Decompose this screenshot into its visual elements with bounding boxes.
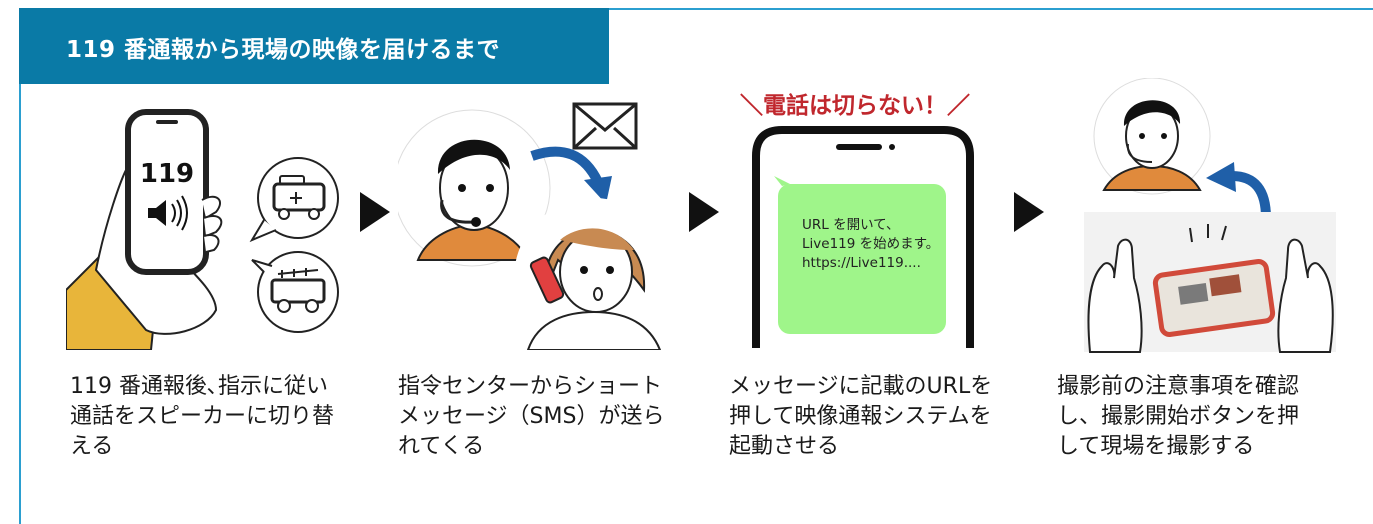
content-frame (19, 8, 1373, 524)
curved-arrow-icon (530, 146, 612, 204)
step-arrow-icon (1014, 192, 1044, 232)
hands-phone-icon (1084, 78, 1336, 353)
woman-caller-icon (514, 198, 674, 350)
smartphone-icon (752, 126, 974, 348)
sms-message: URL を開いて、 Live119 を始めます。 https://Live119… (802, 216, 939, 273)
step-arrow-icon (689, 192, 719, 232)
title-bar (19, 8, 609, 84)
curved-arrow-icon (1206, 162, 1271, 219)
ambulance-icon (249, 157, 339, 243)
page-title: 119 番通報から現場の映像を届けるまで (66, 37, 501, 63)
operator-icon (1093, 78, 1211, 195)
mail-icon (572, 102, 638, 150)
step1-description: 119 番通報後､指示に従い通話をスピーカーに切り替える (70, 374, 335, 459)
step4-description: 撮影前の注意事項を確認し、撮影開始ボタンを押して現場を撮影する (1057, 374, 1300, 459)
sms-line: https://Live119.... (802, 255, 921, 271)
keep-call-alert: ＼電話は切らない！／ (740, 93, 970, 119)
fire-truck-icon (251, 251, 339, 333)
step3-description: メッセージに記載のURLを押して映像通報システムを起動させる (729, 374, 993, 459)
step2-description: 指令センターからショートメッセージ（SMS）が送られてくる (398, 374, 665, 459)
sms-line: Live119 を始めます。 (802, 236, 940, 252)
step-arrow-icon (360, 192, 390, 232)
phone-number: 119 (140, 159, 194, 189)
smartphone-icon: 119 (66, 109, 339, 350)
sms-line: URL を開いて、 (802, 217, 900, 233)
speaker-icon (148, 195, 188, 231)
operator-icon (398, 102, 674, 350)
